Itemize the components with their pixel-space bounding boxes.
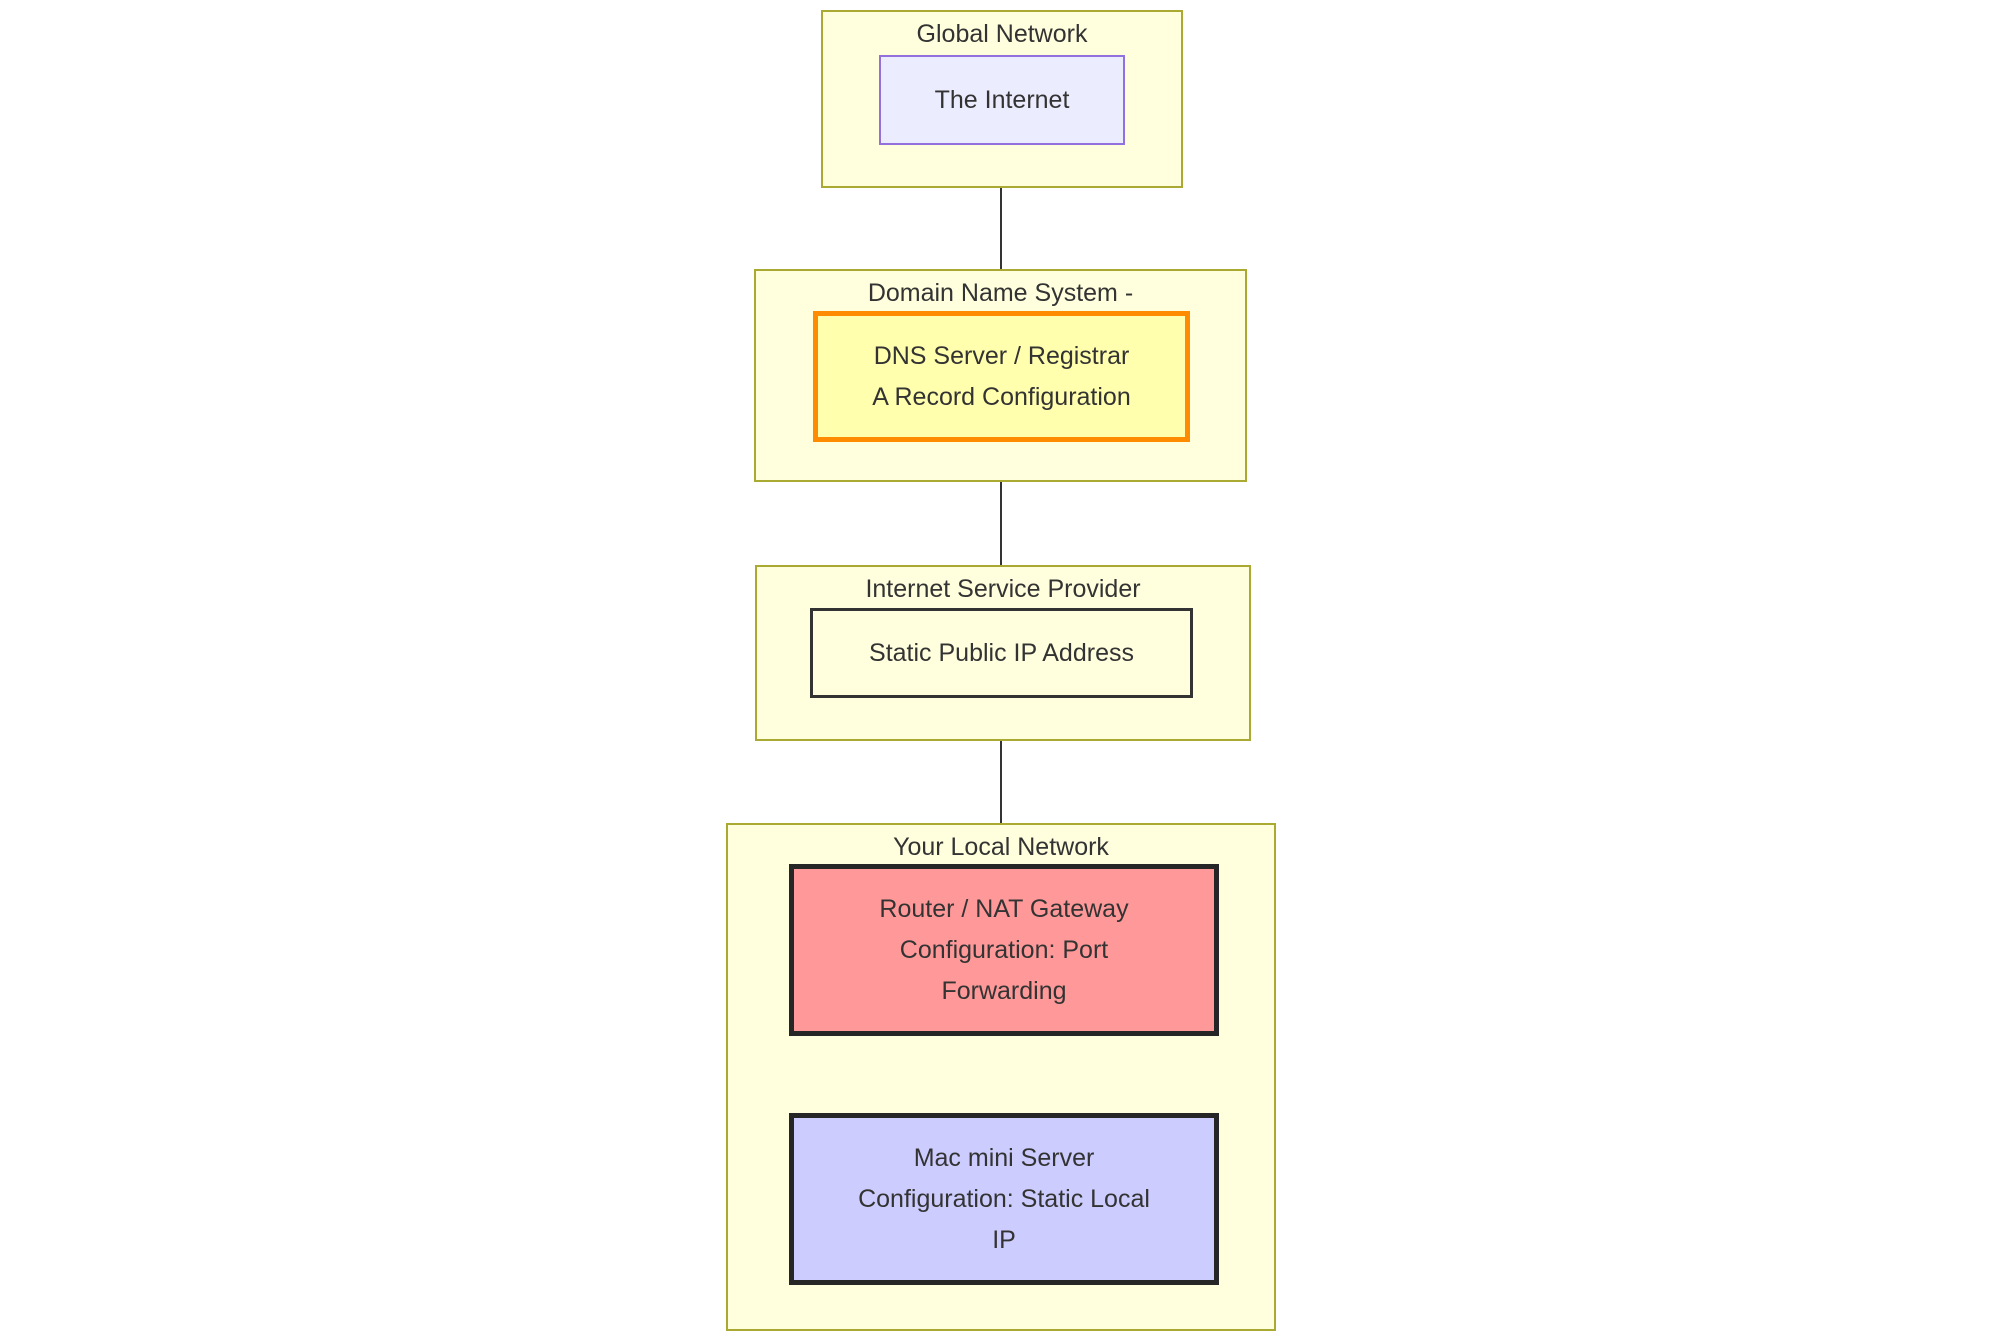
node-mac-mini-server-label: Mac mini Server Configuration: Static Lo… xyxy=(858,1143,1150,1254)
edge-isp-to-router-line xyxy=(1000,697,1002,867)
edge-dns-to-isp-line xyxy=(1000,441,1002,609)
cluster-global-network-label: Global Network xyxy=(916,20,1088,48)
cluster-your-local-network-label: Your Local Network xyxy=(893,833,1109,861)
edge-internet-to-dns-line xyxy=(1000,144,1002,312)
node-dns-server-registrar-label: DNS Server / Registrar A Record Configur… xyxy=(872,341,1131,411)
node-static-public-ip-address[interactable]: Static Public IP Address xyxy=(810,608,1193,698)
node-router-nat-gateway[interactable]: Router / NAT Gateway Configuration: Port… xyxy=(789,864,1219,1036)
node-the-internet-label: The Internet xyxy=(934,85,1070,114)
node-dns-server-registrar[interactable]: DNS Server / Registrar A Record Configur… xyxy=(813,311,1190,442)
cluster-domain-name-system-label: Domain Name System - xyxy=(867,279,1134,307)
node-the-internet[interactable]: The Internet xyxy=(879,55,1125,145)
node-router-nat-gateway-label: Router / NAT Gateway Configuration: Port… xyxy=(879,894,1129,1005)
node-mac-mini-server[interactable]: Mac mini Server Configuration: Static Lo… xyxy=(789,1113,1219,1285)
node-static-public-ip-address-label: Static Public IP Address xyxy=(869,638,1134,667)
cluster-internet-service-provider-label: Internet Service Provider xyxy=(865,575,1141,603)
